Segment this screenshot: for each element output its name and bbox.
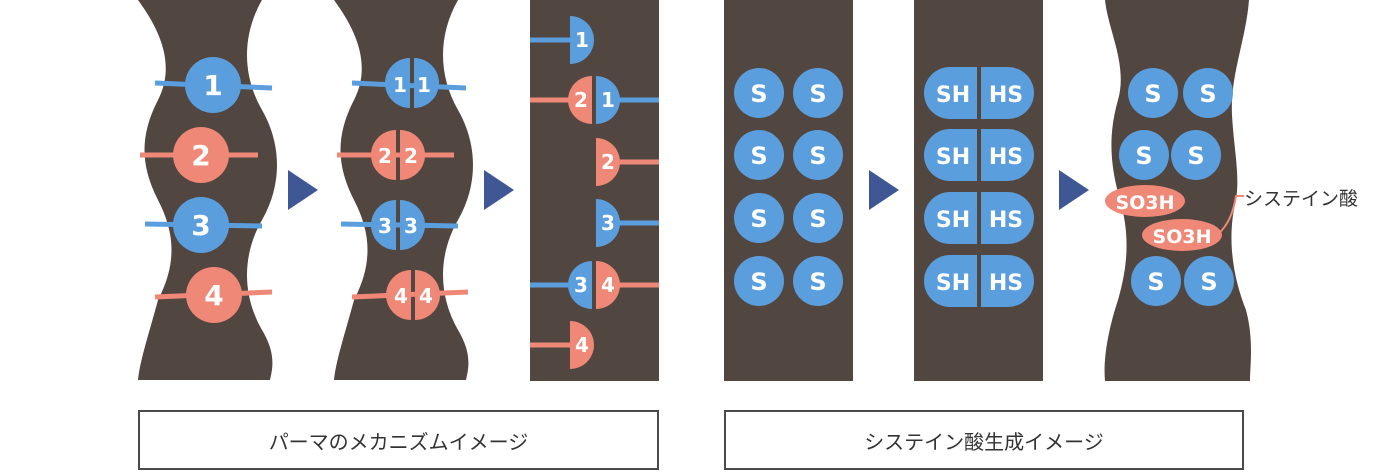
p3-label-2-left: 2 [574, 88, 588, 112]
p3-label-4-left: 4 [575, 333, 589, 357]
hair-strand-1 [138, 0, 277, 380]
bond-circle-4 [186, 267, 242, 323]
arrow-right-icon-3 [869, 170, 899, 210]
panel3-bonds: 1 2 1 2 3 3 4 4 [530, 16, 659, 369]
perm-caption: パーマのメカニズムイメージ [138, 410, 659, 470]
so3h-badge-1 [1105, 185, 1185, 217]
svg-text:SH: SH [936, 83, 970, 108]
panel6-cysteic: S S S S SO3H SO3H S S [1105, 68, 1244, 306]
split-label-1b: 1 [417, 73, 431, 97]
bond-label-4: 4 [204, 279, 223, 312]
svg-text:S: S [1200, 268, 1217, 296]
svg-text:S: S [1187, 142, 1204, 170]
panel5-thiol: SH HS SH HS SH HS SH HS [924, 67, 1034, 307]
split-label-4b: 4 [419, 284, 433, 308]
bond-label-1: 1 [203, 69, 222, 102]
arrow-right-icon-2 [484, 170, 514, 210]
bond-circle-2 [173, 127, 229, 183]
arrow-right-icon-1 [288, 170, 318, 210]
arrow-right-icon-4 [1059, 170, 1089, 210]
bond-label-2: 2 [191, 139, 210, 172]
hair-strand-5 [914, 0, 1043, 381]
svg-text:HS: HS [989, 145, 1023, 170]
svg-text:SH: SH [936, 271, 970, 296]
svg-text:S: S [809, 205, 826, 233]
p3-label-4-right: 4 [601, 273, 615, 297]
cysteic-caption: システイン酸生成イメージ [724, 410, 1244, 470]
panel4-disulfide: S S S S S S S S [734, 68, 843, 306]
panel1-bonds: 1 2 3 4 [140, 57, 273, 323]
bond-label-3: 3 [191, 209, 210, 242]
hair-strand-3 [530, 0, 659, 381]
split-label-3b: 3 [404, 214, 418, 238]
svg-text:S: S [809, 80, 826, 108]
hair-strand-2 [334, 0, 473, 380]
hair-strand-4 [724, 0, 853, 381]
svg-text:S: S [809, 142, 826, 170]
split-label-3a: 3 [378, 214, 392, 238]
split-label-2a: 2 [378, 144, 392, 168]
svg-text:SO3H: SO3H [1116, 192, 1175, 214]
svg-text:HS: HS [989, 271, 1023, 296]
svg-text:SH: SH [936, 208, 970, 233]
svg-text:S: S [750, 142, 767, 170]
p3-label-2-right: 2 [601, 150, 615, 174]
svg-text:S: S [1144, 80, 1161, 108]
split-label-2b: 2 [404, 144, 418, 168]
panel2-bonds: 1 1 2 2 3 3 4 4 [337, 58, 469, 320]
bond-circle-1 [185, 57, 241, 113]
svg-text:HS: HS [989, 83, 1023, 108]
p3-label-3-left: 3 [574, 273, 588, 297]
svg-text:S: S [1147, 268, 1164, 296]
cysteic-acid-callout: システイン酸 [1244, 188, 1359, 210]
p3-label-1-right: 1 [601, 88, 615, 112]
svg-text:S: S [1135, 142, 1152, 170]
svg-text:SO3H: SO3H [1153, 226, 1212, 248]
svg-text:S: S [750, 205, 767, 233]
svg-text:S: S [750, 80, 767, 108]
svg-text:S: S [1199, 80, 1216, 108]
split-label-4a: 4 [394, 284, 408, 308]
bond-circle-3 [173, 197, 229, 253]
p3-label-3-right: 3 [601, 211, 615, 235]
split-label-1a: 1 [393, 73, 407, 97]
so3h-badge-2 [1142, 219, 1222, 251]
svg-text:HS: HS [989, 208, 1023, 233]
svg-text:S: S [809, 268, 826, 296]
p3-label-1-left: 1 [575, 28, 589, 52]
svg-text:SH: SH [936, 145, 970, 170]
svg-text:S: S [750, 268, 767, 296]
